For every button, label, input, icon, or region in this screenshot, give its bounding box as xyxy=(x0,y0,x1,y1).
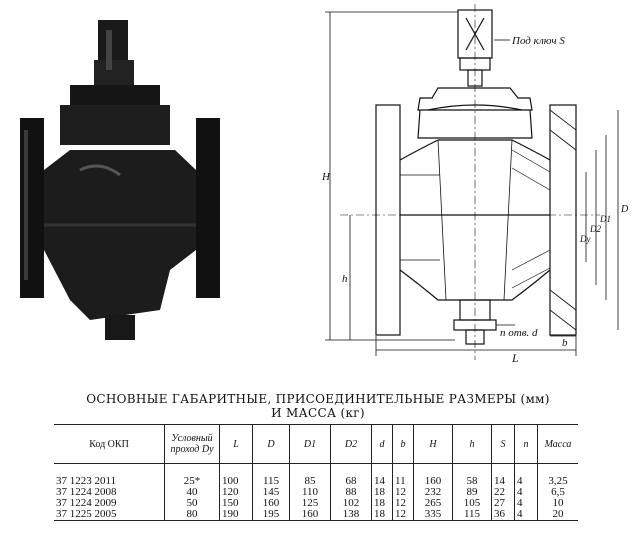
dimensions-table: Код ОКП Условный проход Dy L D D1 D2 d b… xyxy=(54,424,578,521)
cell-S: 14 xyxy=(491,463,515,487)
cell-dy: 50 xyxy=(164,498,220,509)
cell-L: 100 xyxy=(219,463,253,487)
dim-L-label: L xyxy=(511,351,519,365)
table-row: 37 1224 2009 50 150 160 125 102 18 12 26… xyxy=(54,498,578,509)
cell-okp: 37 1223 2011 xyxy=(56,475,117,487)
cell-d: 14 xyxy=(371,463,393,487)
cell-D1: 125 xyxy=(289,498,331,509)
col-b: b xyxy=(392,424,414,464)
col-D2: D2 xyxy=(330,424,372,464)
label-holes: n отв. d xyxy=(500,327,538,339)
cell-n: 4 xyxy=(514,487,538,498)
cell-D2: 138 xyxy=(330,509,372,521)
col-h: h xyxy=(452,424,492,464)
label-key-size: Под ключ S xyxy=(511,35,565,47)
cell-D2: 68 xyxy=(330,463,372,487)
table-row: 37 1225 2005 80 190 195 160 138 18 12 33… xyxy=(54,509,578,521)
col-mass: Масса xyxy=(537,424,578,464)
cell-mass: 6,5 xyxy=(537,487,578,498)
cell-h: 115 xyxy=(452,509,492,521)
cell-mass: 20 xyxy=(537,509,578,521)
cell-h: 58 xyxy=(452,463,492,487)
valve-photo xyxy=(20,20,220,340)
cell-b: 12 xyxy=(392,487,414,498)
cell-b: 11 xyxy=(392,463,414,487)
dim-H-label: H xyxy=(321,171,331,183)
dim-D1-label: D1 xyxy=(599,214,611,224)
col-nominal-bore: Условный проход Dy xyxy=(164,424,220,464)
cell-L: 120 xyxy=(219,487,253,498)
col-okp-code: Код ОКП xyxy=(54,424,165,464)
cell-okp: 37 1225 2005 xyxy=(54,509,165,521)
cell-H: 335 xyxy=(413,509,453,521)
cell-D1: 160 xyxy=(289,509,331,521)
cell-d: 18 xyxy=(371,498,393,509)
cell-n: 4 xyxy=(514,463,538,487)
cell-n: 4 xyxy=(514,498,538,509)
col-L: L xyxy=(219,424,253,464)
dim-D2-label: D2 xyxy=(589,224,601,234)
cell-h: 89 xyxy=(452,487,492,498)
col-D: D xyxy=(252,424,290,464)
cell-L: 190 xyxy=(219,509,253,521)
cell-S: 36 xyxy=(491,509,515,521)
table-caption: ОСНОВНЫЕ ГАБАРИТНЫЕ, ПРИСОЕДИНИТЕЛЬНЫЕ Р… xyxy=(86,392,550,406)
cell-S: 27 xyxy=(491,498,515,509)
cell-L: 150 xyxy=(219,498,253,509)
cell-mass: 10 xyxy=(537,498,578,509)
cell-D: 160 xyxy=(252,498,290,509)
cell-dy: 80 xyxy=(164,509,220,521)
cell-H: 160 xyxy=(413,463,453,487)
dim-Dy-label: Dy xyxy=(579,234,591,244)
cell-okp: 37 1224 2008 xyxy=(56,486,117,498)
table-caption-units: И МАССА (кг) xyxy=(271,406,365,420)
cell-n: 4 xyxy=(514,509,538,521)
cell-D2: 102 xyxy=(330,498,372,509)
table-header-row: Код ОКП Условный проход Dy L D D1 D2 d b… xyxy=(54,424,578,464)
cell-b: 12 xyxy=(392,509,414,521)
cell-h: 105 xyxy=(452,498,492,509)
cell-D: 145 xyxy=(252,487,290,498)
col-S: S xyxy=(491,424,515,464)
cell-H: 232 xyxy=(413,487,453,498)
cell-D: 115 xyxy=(252,463,290,487)
cell-b: 12 xyxy=(392,498,414,509)
col-d: d xyxy=(371,424,393,464)
valve-drawing: Под ключ S n отв. d H h L b Dy D2 D1 D xyxy=(321,4,629,365)
dim-b-label: b xyxy=(562,337,568,349)
dim-h-label: h xyxy=(342,273,348,285)
col-D1: D1 xyxy=(289,424,331,464)
col-H: H xyxy=(413,424,453,464)
cell-d: 18 xyxy=(371,487,393,498)
cell-D1: 110 xyxy=(289,487,331,498)
cell-S: 22 xyxy=(491,487,515,498)
cell-mass: 3,25 xyxy=(537,463,578,487)
table-row: 37 1224 2008 40 120 145 110 88 18 12 232… xyxy=(54,487,578,498)
cell-D2: 88 xyxy=(330,487,372,498)
cell-d: 18 xyxy=(371,509,393,521)
dim-D-label: D xyxy=(620,204,629,215)
table-row: 37 1223 2011 25* 100 115 85 68 14 11 160… xyxy=(54,463,578,487)
cell-D: 195 xyxy=(252,509,290,521)
cell-dy: 40 xyxy=(164,487,220,498)
cell-okp: 37 1224 2009 xyxy=(56,497,117,509)
cell-D1: 85 xyxy=(289,463,331,487)
col-n: n xyxy=(514,424,538,464)
cell-H: 265 xyxy=(413,498,453,509)
cell-dy: 25* xyxy=(164,463,220,487)
